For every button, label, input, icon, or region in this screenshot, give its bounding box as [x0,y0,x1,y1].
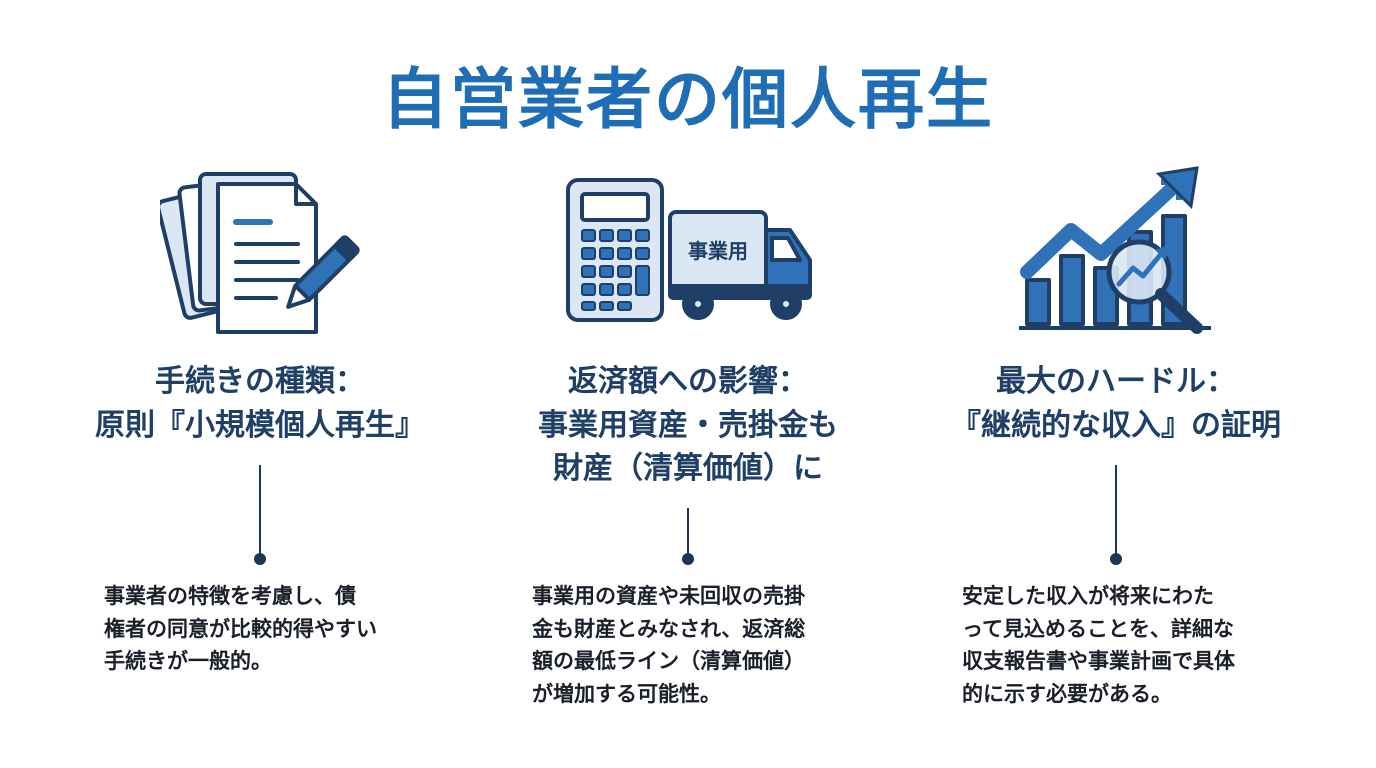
column-biggest-hurdle: 最大のハードル： 『継続的な収入』の証明 安定した収入が将来にわた って見込める… [906,160,1326,740]
body-line: が増加する可能性。 [532,681,721,706]
heading-line: 返済額への影響： [568,364,808,399]
body-line: 収支報告書や事業計画で具体 [962,649,1235,674]
body-line: 事業用の資産や未回収の売掛 [532,584,805,608]
column-body: 安定した収入が将来にわた って見込めることを、詳細な 収支報告書や事業計画で具体… [962,580,1235,710]
heading-line: 手続きの種類： [155,364,365,399]
column-heading: 返済額への影響： 事業用資産・売掛金も 財産（清算価値）に [478,360,898,491]
body-line: 金も財産とみなされ、返済総 [532,616,806,641]
body-line: 事業者の特徴を考慮し、債 [104,584,356,608]
connector-line [259,465,261,557]
body-line: 的に示す必要がある。 [962,681,1172,706]
documents-pen-icon [50,160,470,350]
connector-dot [682,553,694,565]
column-heading: 最大のハードル： 『継続的な収入』の証明 [906,360,1326,447]
column-heading: 手続きの種類： 原則『小規模個人再生』 [50,360,470,447]
body-line: 額の最低ライン（清算価値） [532,649,805,674]
column-repayment-impact: 事業用 返済額への影響： 事業用資産・売掛金も 財産（清算価値）に 事業用の資産… [478,160,898,740]
heading-line: 『継続的な収入』の証明 [951,407,1281,443]
column-body: 事業者の特徴を考慮し、債 権者の同意が比較的得やすい 手続きが一般的。 [104,580,377,678]
heading-line: 最大のハードル： [996,364,1236,399]
truck-label: 事業用 [688,239,748,263]
body-line: 手続きが一般的。 [104,649,272,674]
column-procedure-type: 手続きの種類： 原則『小規模個人再生』 事業者の特徴を考慮し、債 権者の同意が比… [50,160,470,740]
heading-line: 原則『小規模個人再生』 [95,407,425,443]
connector-dot [1110,553,1122,565]
calculator-truck-icon: 事業用 [478,160,898,350]
body-line: 権者の同意が比較的得やすい [104,616,377,641]
connector-dot [254,553,266,565]
column-body: 事業用の資産や未回収の売掛 金も財産とみなされ、返済総 額の最低ライン（清算価値… [532,580,805,710]
body-line: って見込めることを、詳細な [962,616,1234,641]
connector-line [687,508,689,558]
body-line: 安定した収入が将来にわた [962,584,1214,608]
chart-magnifier-icon [906,160,1326,350]
heading-line: 事業用資産・売掛金も [538,407,838,443]
page-title: 自営業者の個人再生 [382,61,994,138]
connector-line [1115,465,1117,557]
heading-line: 財産（清算価値）に [553,451,823,486]
